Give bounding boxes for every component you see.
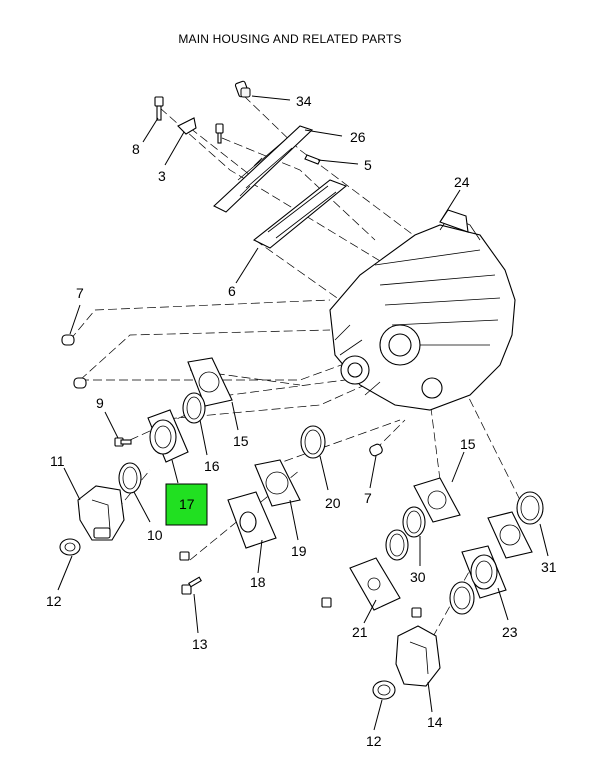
part-26-plate	[213, 125, 314, 213]
part-30-ring-a	[402, 506, 426, 538]
part-10-seal	[118, 462, 142, 494]
callout-21: 21	[352, 624, 368, 640]
callout-23: 23	[502, 624, 518, 640]
callout-12-left: 12	[46, 593, 62, 609]
callout-26: 26	[350, 129, 366, 145]
part-30-ring-b	[385, 529, 409, 561]
part-17-retainer	[147, 409, 189, 463]
callout-12-bottom: 12	[366, 733, 382, 749]
seal-ring-right	[449, 581, 475, 615]
callout-6: 6	[228, 283, 236, 299]
part-15-gasket-right	[413, 477, 461, 523]
part-7-plug-a	[61, 334, 75, 346]
callout-15-left: 15	[233, 433, 249, 449]
part-18-cover	[227, 491, 277, 549]
part-34-bolt	[234, 80, 251, 98]
callout-3: 3	[158, 168, 166, 184]
callout-5: 5	[364, 157, 372, 173]
part-7-plug-c	[369, 443, 383, 457]
callout-24: 24	[454, 174, 470, 190]
part-5-pin	[304, 154, 321, 165]
callout-8: 8	[132, 141, 140, 157]
callout-17: 17	[179, 496, 195, 512]
callout-15-right: 15	[460, 436, 476, 452]
part-23-retainer	[461, 545, 507, 599]
part-13-bolt	[179, 551, 202, 595]
part-19-gasket	[254, 459, 301, 507]
part-24-main-housing	[329, 209, 516, 411]
part-21-bolts	[321, 597, 422, 618]
callout-34: 34	[296, 93, 312, 109]
part-12-nut-bottom	[372, 680, 396, 700]
part-8-bolt	[154, 96, 164, 121]
leader-lines	[57, 95, 549, 731]
callout-10: 10	[147, 527, 163, 543]
part-3-bracket	[177, 117, 197, 135]
callout-13: 13	[192, 636, 208, 652]
part-11-yoke	[77, 485, 125, 541]
part-15-gasket-left	[187, 357, 233, 407]
part-12-nut	[59, 538, 81, 556]
part-16-seal-ring	[182, 392, 206, 424]
small-bolt	[215, 123, 224, 144]
part-6-gasket	[252, 179, 348, 249]
callout-31: 31	[541, 559, 557, 575]
callout-14: 14	[427, 714, 443, 730]
highlight-box-17[interactable]	[165, 483, 208, 526]
callout-7-mid: 7	[364, 490, 372, 506]
callout-30: 30	[410, 569, 426, 585]
part-7-plug-b	[73, 377, 87, 389]
part-9-bolt	[114, 437, 132, 447]
callout-16: 16	[204, 458, 220, 474]
callout-9: 9	[96, 395, 104, 411]
part-21-cover	[349, 557, 401, 611]
callout-11: 11	[50, 453, 65, 469]
callout-20: 20	[325, 495, 341, 511]
callout-19: 19	[291, 543, 307, 559]
part-23-gasket	[487, 511, 533, 559]
callout-18: 18	[250, 574, 266, 590]
callout-7-top: 7	[76, 285, 84, 301]
diagram-title: MAIN HOUSING AND RELATED PARTS	[178, 32, 402, 46]
part-14-yoke	[395, 625, 441, 687]
